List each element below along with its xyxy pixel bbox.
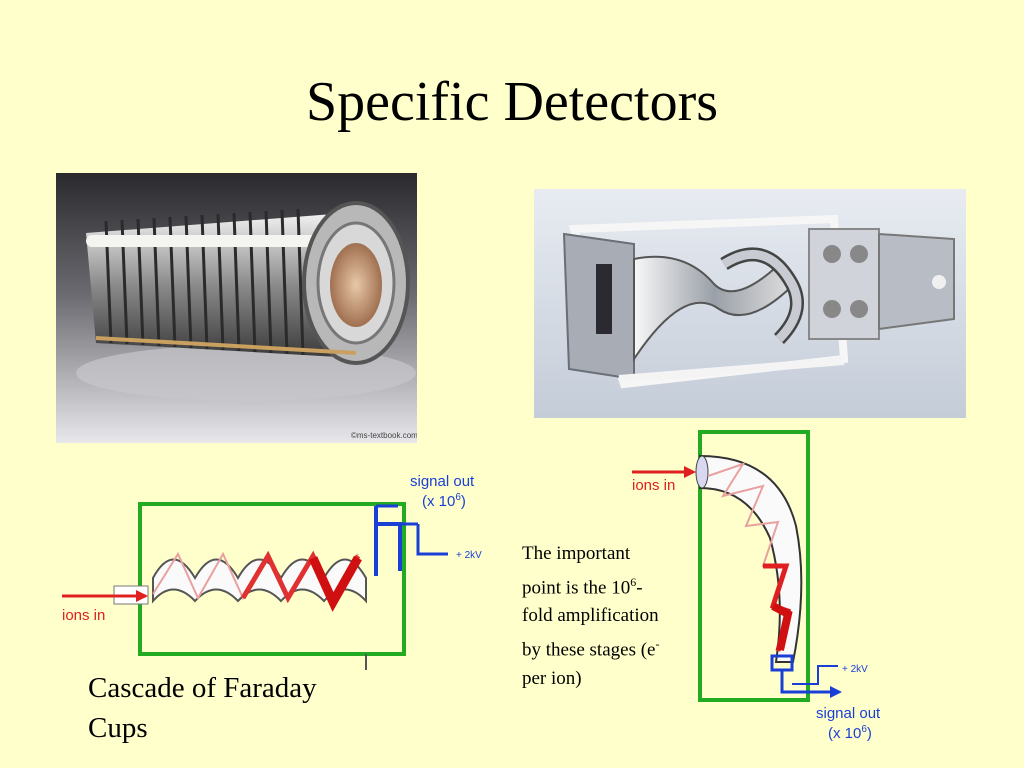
channel-multiplier-diagram: ions in + 2kV signal out (x 106) [632,430,881,742]
faraday-cup-cascade-diagram: ions in + 2kV signal out (x 106) [62,473,482,670]
dynode-detector-photo: ©ms-textbook.com [56,173,417,443]
gain-label: (x 106) [422,492,466,510]
ions-in-label: ions in [62,607,105,624]
signal-out-label: signal out [410,473,475,490]
voltage-label: + 2kV [456,550,482,561]
signal-out-label: signal out [816,705,881,722]
slide-title: Specific Detectors [305,71,719,133]
dynode-cups [152,558,367,604]
amplification-note: The important point is the 106-fold ampl… [522,543,660,689]
voltage-label: + 2kV [842,664,868,675]
ions-in-label: ions in [632,477,675,494]
channeltron-photo [534,189,966,418]
detector-frame [698,430,810,702]
cascade-caption: Cascade of Faraday Cups [88,672,317,744]
photo-credit: ©ms-textbook.com [351,431,417,440]
gain-label: (x 106) [828,724,872,742]
detector-frame [138,502,406,656]
